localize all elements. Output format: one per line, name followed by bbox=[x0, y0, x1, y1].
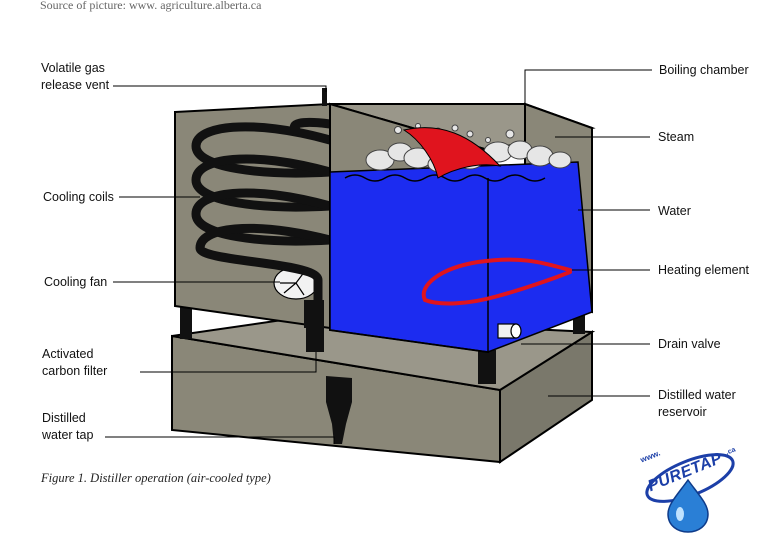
distilled-water-reservoir bbox=[171, 316, 596, 464]
puretap-logo bbox=[645, 453, 735, 533]
label-activated-carbon-filter: Activated carbon filter bbox=[42, 346, 107, 380]
label-reservoir-line1: Distilled water bbox=[658, 388, 736, 402]
label-boiling-chamber: Boiling chamber bbox=[659, 63, 749, 77]
leader-lines bbox=[105, 69, 652, 444]
label-distilled-water-tap: Distilled water tap bbox=[42, 410, 93, 444]
label-water: Water bbox=[658, 204, 691, 218]
label-volatile-gas-vent-line2: release vent bbox=[41, 78, 110, 92]
label-steam: Steam bbox=[658, 130, 695, 144]
label-tap-line2: water tap bbox=[42, 428, 94, 442]
label-reservoir-line2: reservoir bbox=[658, 405, 707, 419]
water-surface bbox=[344, 174, 546, 182]
label-drain-valve: Drain valve bbox=[658, 337, 721, 351]
source-note: Source of picture: www. agriculture.albe… bbox=[40, 0, 262, 12]
label-tap-line1: Distilled bbox=[42, 411, 86, 425]
distilled-water-tap bbox=[326, 376, 352, 444]
label-heating-element: Heating element bbox=[658, 263, 750, 277]
label-volatile-gas-vent-line1: Volatile gas bbox=[41, 61, 105, 75]
cooling-coils bbox=[191, 117, 335, 305]
drain-valve bbox=[497, 323, 522, 339]
label-carbon-line1: Activated bbox=[42, 347, 94, 361]
label-cooling-coils: Cooling coils bbox=[43, 190, 114, 204]
label-distilled-water-reservoir: Distilled water reservoir bbox=[658, 387, 736, 421]
figure-caption: Figure 1. Distiller operation (air-coole… bbox=[41, 471, 271, 485]
vent-pipe bbox=[322, 88, 327, 106]
steam-flow bbox=[402, 127, 502, 179]
label-carbon-line2: carbon filter bbox=[42, 364, 108, 378]
label-volatile-gas-vent: Volatile gas release vent bbox=[41, 60, 109, 94]
heating-element bbox=[421, 257, 572, 306]
cooling-chamber bbox=[174, 102, 335, 330]
label-cooling-fan: Cooling fan bbox=[44, 275, 108, 289]
water bbox=[329, 161, 593, 353]
